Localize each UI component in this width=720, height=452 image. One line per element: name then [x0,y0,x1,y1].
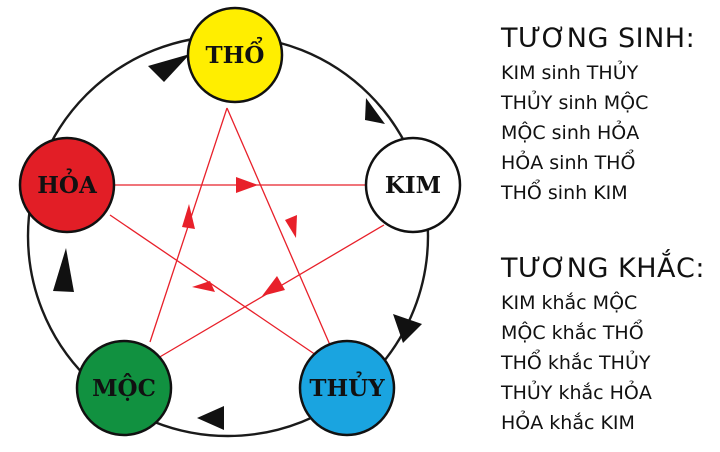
cycle-arrow-kim-thuy [393,314,422,343]
tuong-sinh-panel: TƯƠNG SINH: KIM sinh THỦY THỦY sinh MỘC … [501,22,716,208]
control-line-tho-thuy [226,107,331,346]
control-arrow-thuy-hoa [192,281,215,292]
node-tho-label: THỔ [206,37,265,69]
node-thuy-circle [298,339,396,437]
control-arrow-tho-thuy [285,215,297,238]
node-hoa: HỎA [18,136,116,234]
node-thuy-label: THỦY [309,372,385,402]
tuong-khac-item: THỔ khắc THỦY [501,352,651,374]
node-hoa-label: HỎA [37,169,98,199]
tuong-sinh-item: KIM sinh THỦY [501,62,639,84]
node-thuy: THỦY [298,339,396,437]
tuong-sinh-item: THỔ sinh KIM [501,182,628,204]
control-arrow-kim-moc [262,276,285,296]
cycle-arrow-thuy-moc [197,406,224,430]
cycle-arrow-hoa-tho [148,54,190,82]
tuong-khac-item: HỎA khắc KIM [501,412,635,434]
five-elements-diagram: THỔ KIM THỦY MỘC HỎA [18,6,462,438]
control-arrow-hoa-kim [236,177,258,193]
tuong-sinh-heading: TƯƠNG SINH: [501,23,696,54]
node-hoa-circle [18,136,116,234]
tuong-khac-panel: TƯƠNG KHẮC: KIM khắc MỘC MỘC khắc THỔ TH… [501,252,716,438]
cycle-arrow-tho-kim [365,98,385,124]
node-tho-circle [186,6,284,104]
node-kim-label: KIM [385,172,441,199]
node-tho: THỔ [186,6,284,104]
control-line-thuy-hoa [109,214,317,356]
cycle-arrow-moc-hoa [53,248,74,292]
node-moc-label: MỘC [92,374,156,402]
node-moc-circle [75,339,173,437]
tuong-sinh-item: THỦY sinh MỘC [501,92,649,114]
tuong-khac-heading: TƯƠNG KHẮC: [501,253,705,284]
node-moc: MỘC [75,339,173,437]
node-kim-circle [364,136,462,234]
tuong-sinh-item: MỘC sinh HỎA [501,122,640,144]
tuong-sinh-item: HỎA sinh THỔ [501,152,636,174]
node-kim: KIM [364,136,462,234]
tuong-khac-item: THỦY khắc HỎA [501,382,652,404]
tuong-khac-item: KIM khắc MỘC [501,292,638,314]
control-arrow-moc-tho [182,204,195,229]
tuong-khac-item: MỘC khắc THỔ [501,322,644,344]
